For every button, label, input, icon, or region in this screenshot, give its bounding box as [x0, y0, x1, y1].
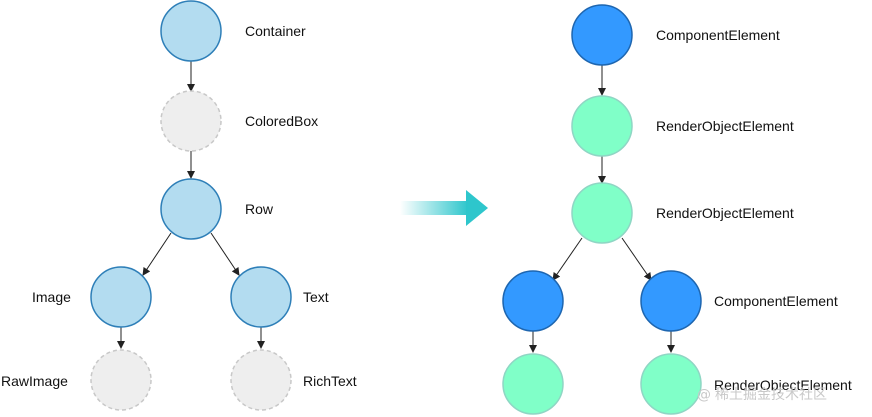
node-component-element-root — [571, 4, 633, 66]
edge-level3-right — [621, 237, 652, 281]
label-render-object-element-3: RenderObjectElement — [656, 205, 794, 221]
edge-level3-left — [552, 237, 583, 281]
node-component-element-left — [502, 270, 564, 332]
watermark-symbol: @ — [697, 387, 711, 403]
label-text: Text — [303, 289, 329, 305]
label-row: Row — [245, 201, 274, 217]
edge-row-text — [210, 232, 240, 276]
widget-tree: Container ColoredBox Row Image Text RawI… — [1, 0, 357, 411]
label-container: Container — [245, 23, 306, 39]
label-image: Image — [32, 289, 71, 305]
label-rawimage: RawImage — [1, 373, 68, 389]
label-component-element-root: ComponentElement — [656, 27, 780, 43]
node-render-object-element-right-leaf — [640, 353, 702, 415]
node-coloredbox — [160, 90, 222, 152]
label-component-element-right: ComponentElement — [714, 293, 838, 309]
label-coloredbox: ColoredBox — [245, 113, 318, 129]
node-richtext — [230, 349, 292, 411]
label-render-object-element-right-leaf: RenderObjectElement — [714, 377, 852, 393]
node-render-object-element-left-leaf — [502, 353, 564, 415]
node-component-element-right — [640, 270, 702, 332]
element-tree: ComponentElement RenderObjectElement Ren… — [502, 4, 852, 415]
node-text — [230, 266, 292, 328]
node-container — [160, 0, 222, 62]
node-render-object-element-2 — [571, 95, 633, 157]
label-render-object-element-2: RenderObjectElement — [656, 118, 794, 134]
node-row — [160, 178, 222, 240]
watermark-text: 稀土掘金技术社区 — [715, 387, 827, 403]
edge-row-image — [142, 232, 172, 276]
transition-arrow-icon — [400, 190, 488, 226]
node-rawimage — [90, 349, 152, 411]
node-render-object-element-3 — [571, 182, 633, 244]
label-richtext: RichText — [303, 373, 357, 389]
watermark: @ 稀土掘金技术社区 — [697, 387, 827, 403]
node-image — [90, 266, 152, 328]
